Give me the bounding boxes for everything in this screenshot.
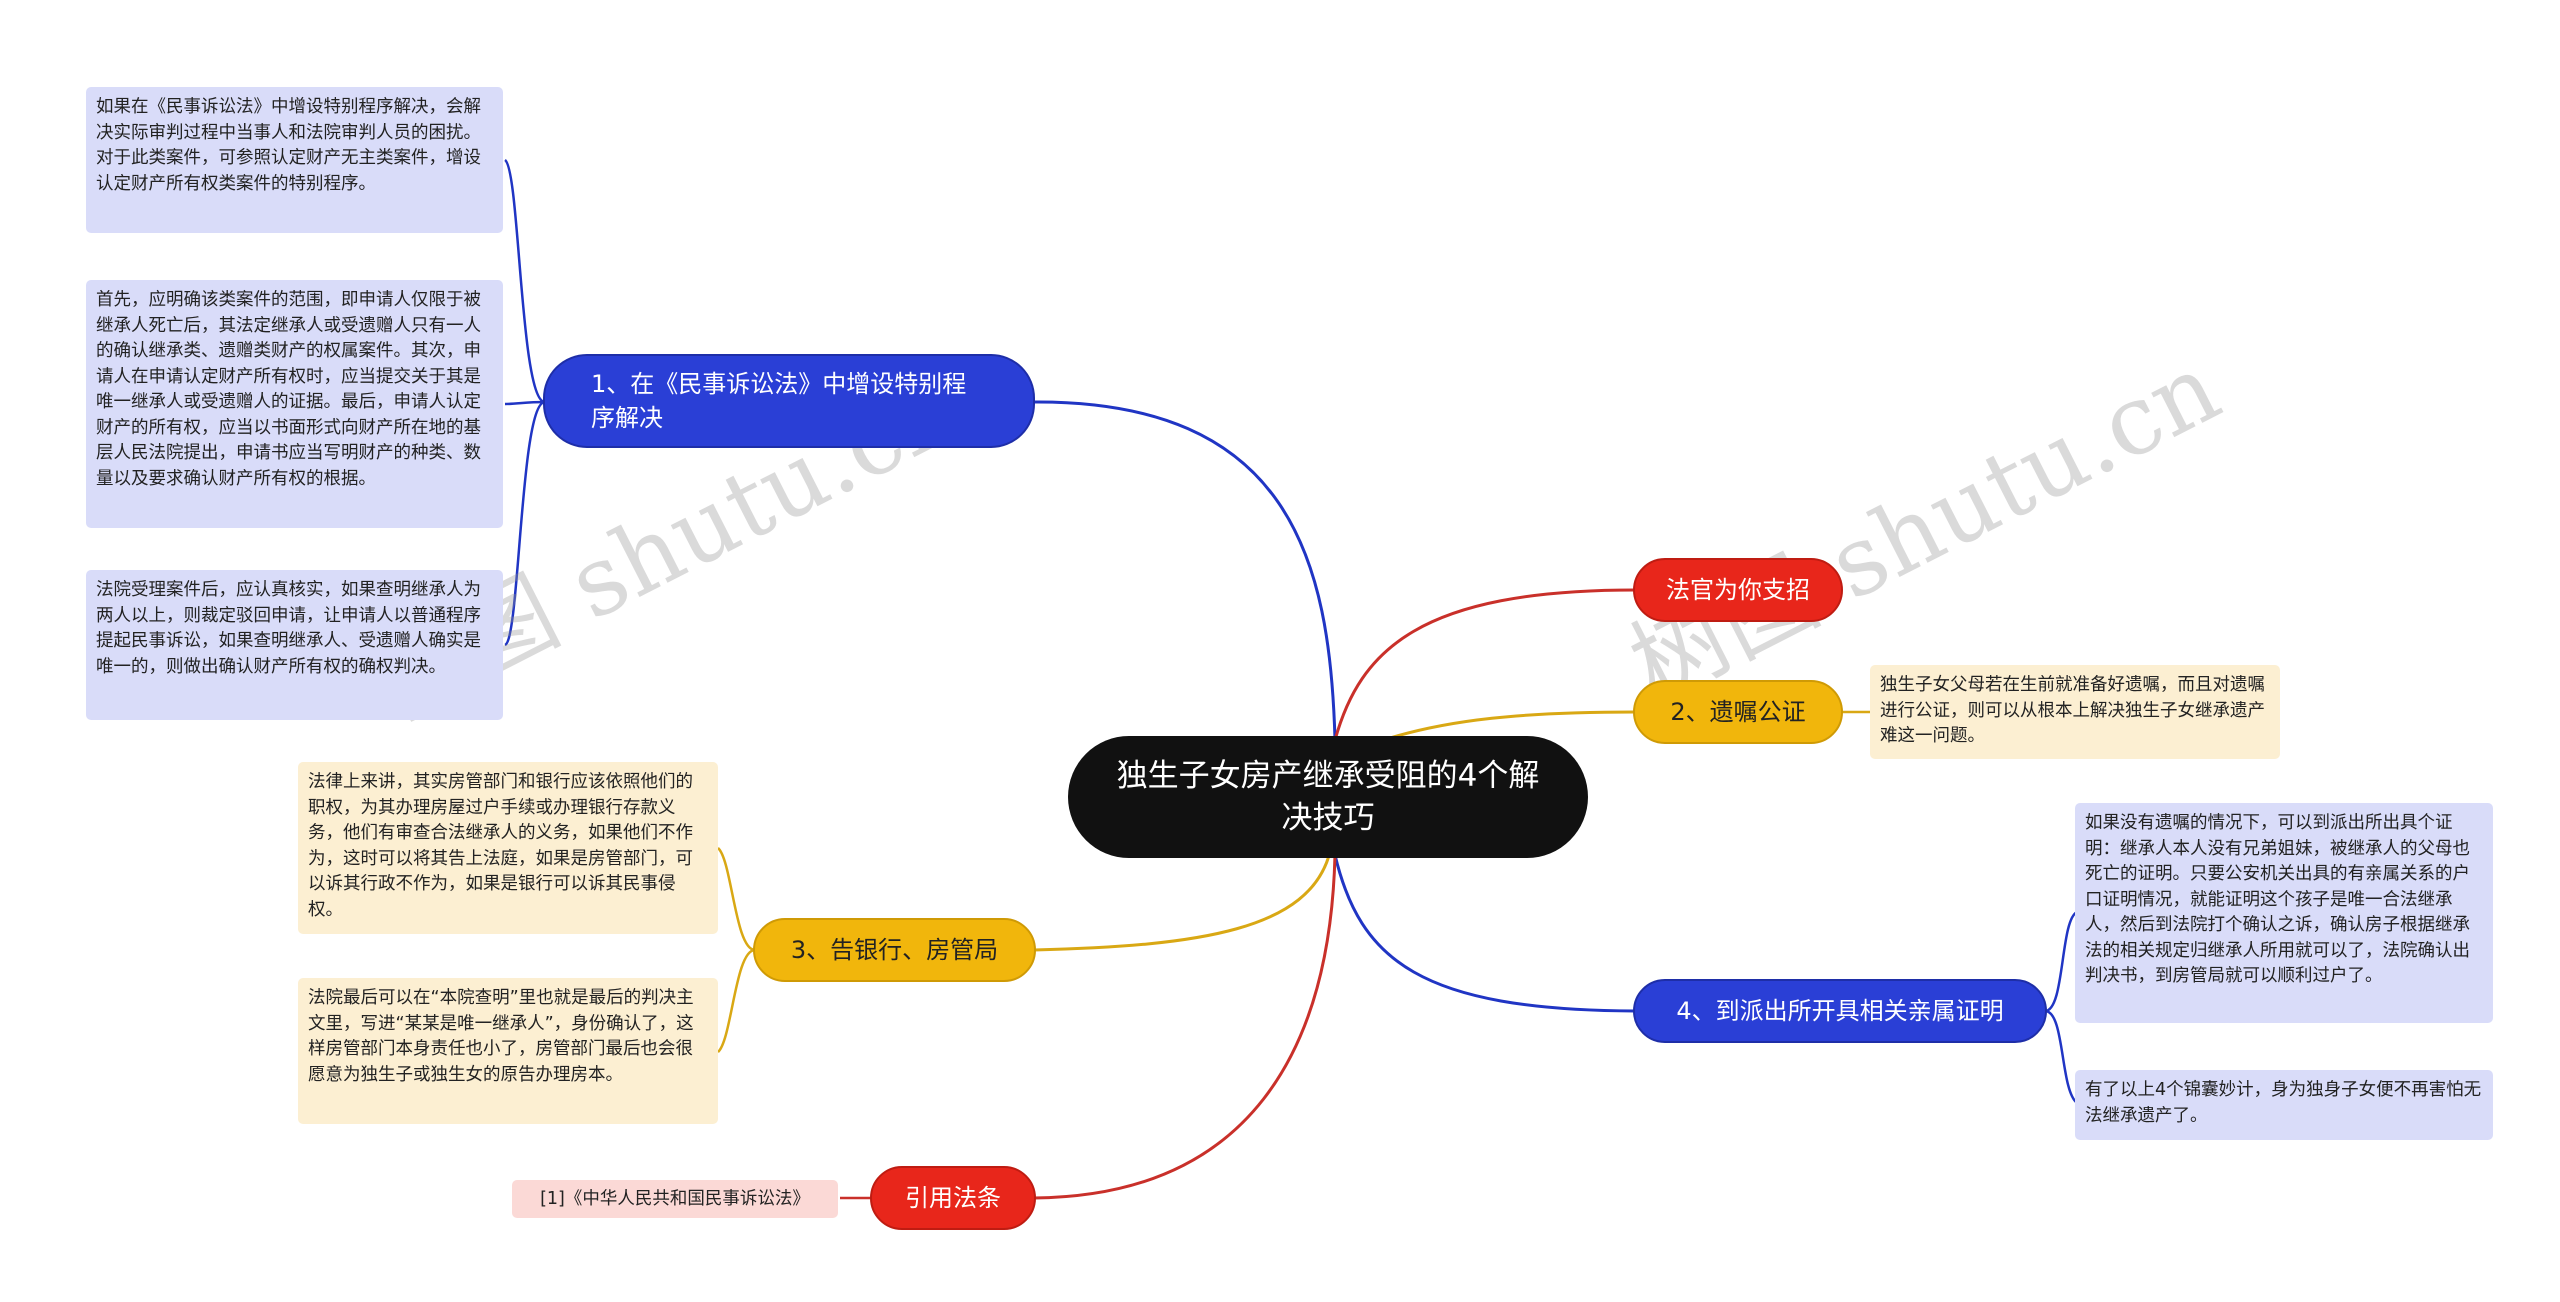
leaf-text: 法院最后可以在“本院查明”里也就是最后的判决主文里，写进“某某是唯一继承人”，身…: [308, 988, 694, 1085]
topic-special-procedure[interactable]: 1、在《民事诉讼法》中增设特别程序解决: [543, 354, 1035, 448]
central-topic[interactable]: 独生子女房产继承受阻的4个解决技巧: [1068, 736, 1588, 858]
leaf-note: 有了以上4个锦囊妙计，身为独身子女便不再害怕无法继承遗产了。: [2075, 1070, 2493, 1140]
leaf-citation: [1]《中华人民共和国民事诉讼法》: [512, 1180, 838, 1218]
link-center-t5: [1333, 854, 1636, 1013]
leaf-text: 有了以上4个锦囊妙计，身为独身子女便不再害怕无法继承遗产了。: [2085, 1080, 2482, 1126]
link-t5-leaves: [2044, 910, 2078, 1104]
leaf-note: 如果在《民事诉讼法》中增设特别程序解决，会解决实际审判过程中当事人和法院审判人员…: [86, 87, 503, 233]
topic-sue-bank-housing[interactable]: 3、告银行、房管局: [753, 918, 1036, 982]
topic-police-certificate[interactable]: 4、到派出所开具相关亲属证明: [1633, 979, 2047, 1043]
topic-label: 2、遗嘱公证: [1670, 698, 1806, 726]
leaf-text: 如果没有遗嘱的情况下，可以到派出所出具个证明：继承人本人没有兄弟姐妹，被继承人的…: [2085, 813, 2470, 986]
link-center-t4: [1033, 851, 1332, 952]
link-center-t1: [1032, 400, 1337, 741]
link-t4-leaves: [717, 847, 756, 1053]
leaf-note: 首先，应明确该类案件的范围，即申请人仅限于被继承人死亡后，其法定继承人或受遗赠人…: [86, 280, 503, 528]
leaf-text: 如果在《民事诉讼法》中增设特别程序解决，会解决实际审判过程中当事人和法院审判人员…: [96, 97, 481, 194]
topic-cited-law[interactable]: 引用法条: [870, 1166, 1036, 1230]
leaf-note: 独生子女父母若在生前就准备好遗嘱，而且对遗嘱进行公证，则可以从根本上解决独生子女…: [1870, 665, 2280, 759]
leaf-note: 如果没有遗嘱的情况下，可以到派出所出具个证明：继承人本人没有兄弟姐妹，被继承人的…: [2075, 803, 2493, 1023]
link-center-t3: [1389, 710, 1636, 740]
topic-label: 4、到派出所开具相关亲属证明: [1676, 997, 2004, 1025]
leaf-text: 法律上来讲，其实房管部门和银行应该依照他们的职权，为其办理房屋过户手续或办理银行…: [308, 772, 693, 920]
leaf-text: 独生子女父母若在生前就准备好遗嘱，而且对遗嘱进行公证，则可以从根本上解决独生子女…: [1880, 675, 2265, 746]
topic-label: 引用法条: [905, 1184, 1001, 1212]
leaf-note: 法院最后可以在“本院查明”里也就是最后的判决主文里，写进“某某是唯一继承人”，身…: [298, 978, 718, 1124]
leaf-text: [1]《中华人民共和国民事诉讼法》: [540, 1189, 810, 1209]
topic-label: 法官为你支招: [1666, 576, 1810, 604]
link-center-t6: [1033, 854, 1337, 1200]
leaf-note: 法院受理案件后，应认真核实，如果查明继承人为两人以上，则裁定驳回申请，让申请人以…: [86, 570, 503, 720]
topic-judge-tips[interactable]: 法官为你支招: [1633, 558, 1843, 622]
leaf-note: 法律上来讲，其实房管部门和银行应该依照他们的职权，为其办理房屋过户手续或办理银行…: [298, 762, 718, 934]
topic-label: 3、告银行、房管局: [790, 936, 999, 964]
link-t1-leaves: [503, 158, 546, 647]
topic-will-notarization[interactable]: 2、遗嘱公证: [1633, 680, 1843, 744]
central-topic-label: 独生子女房产继承受阻的4个解决技巧: [1116, 758, 1540, 836]
leaf-text: 首先，应明确该类案件的范围，即申请人仅限于被继承人死亡后，其法定继承人或受遗赠人…: [96, 290, 481, 489]
link-center-t2: [1333, 588, 1636, 741]
leaf-text: 法院受理案件后，应认真核实，如果查明继承人为两人以上，则裁定驳回申请，让申请人以…: [96, 580, 481, 677]
topic-label: 1、在《民事诉讼法》中增设特别程序解决: [591, 370, 967, 432]
